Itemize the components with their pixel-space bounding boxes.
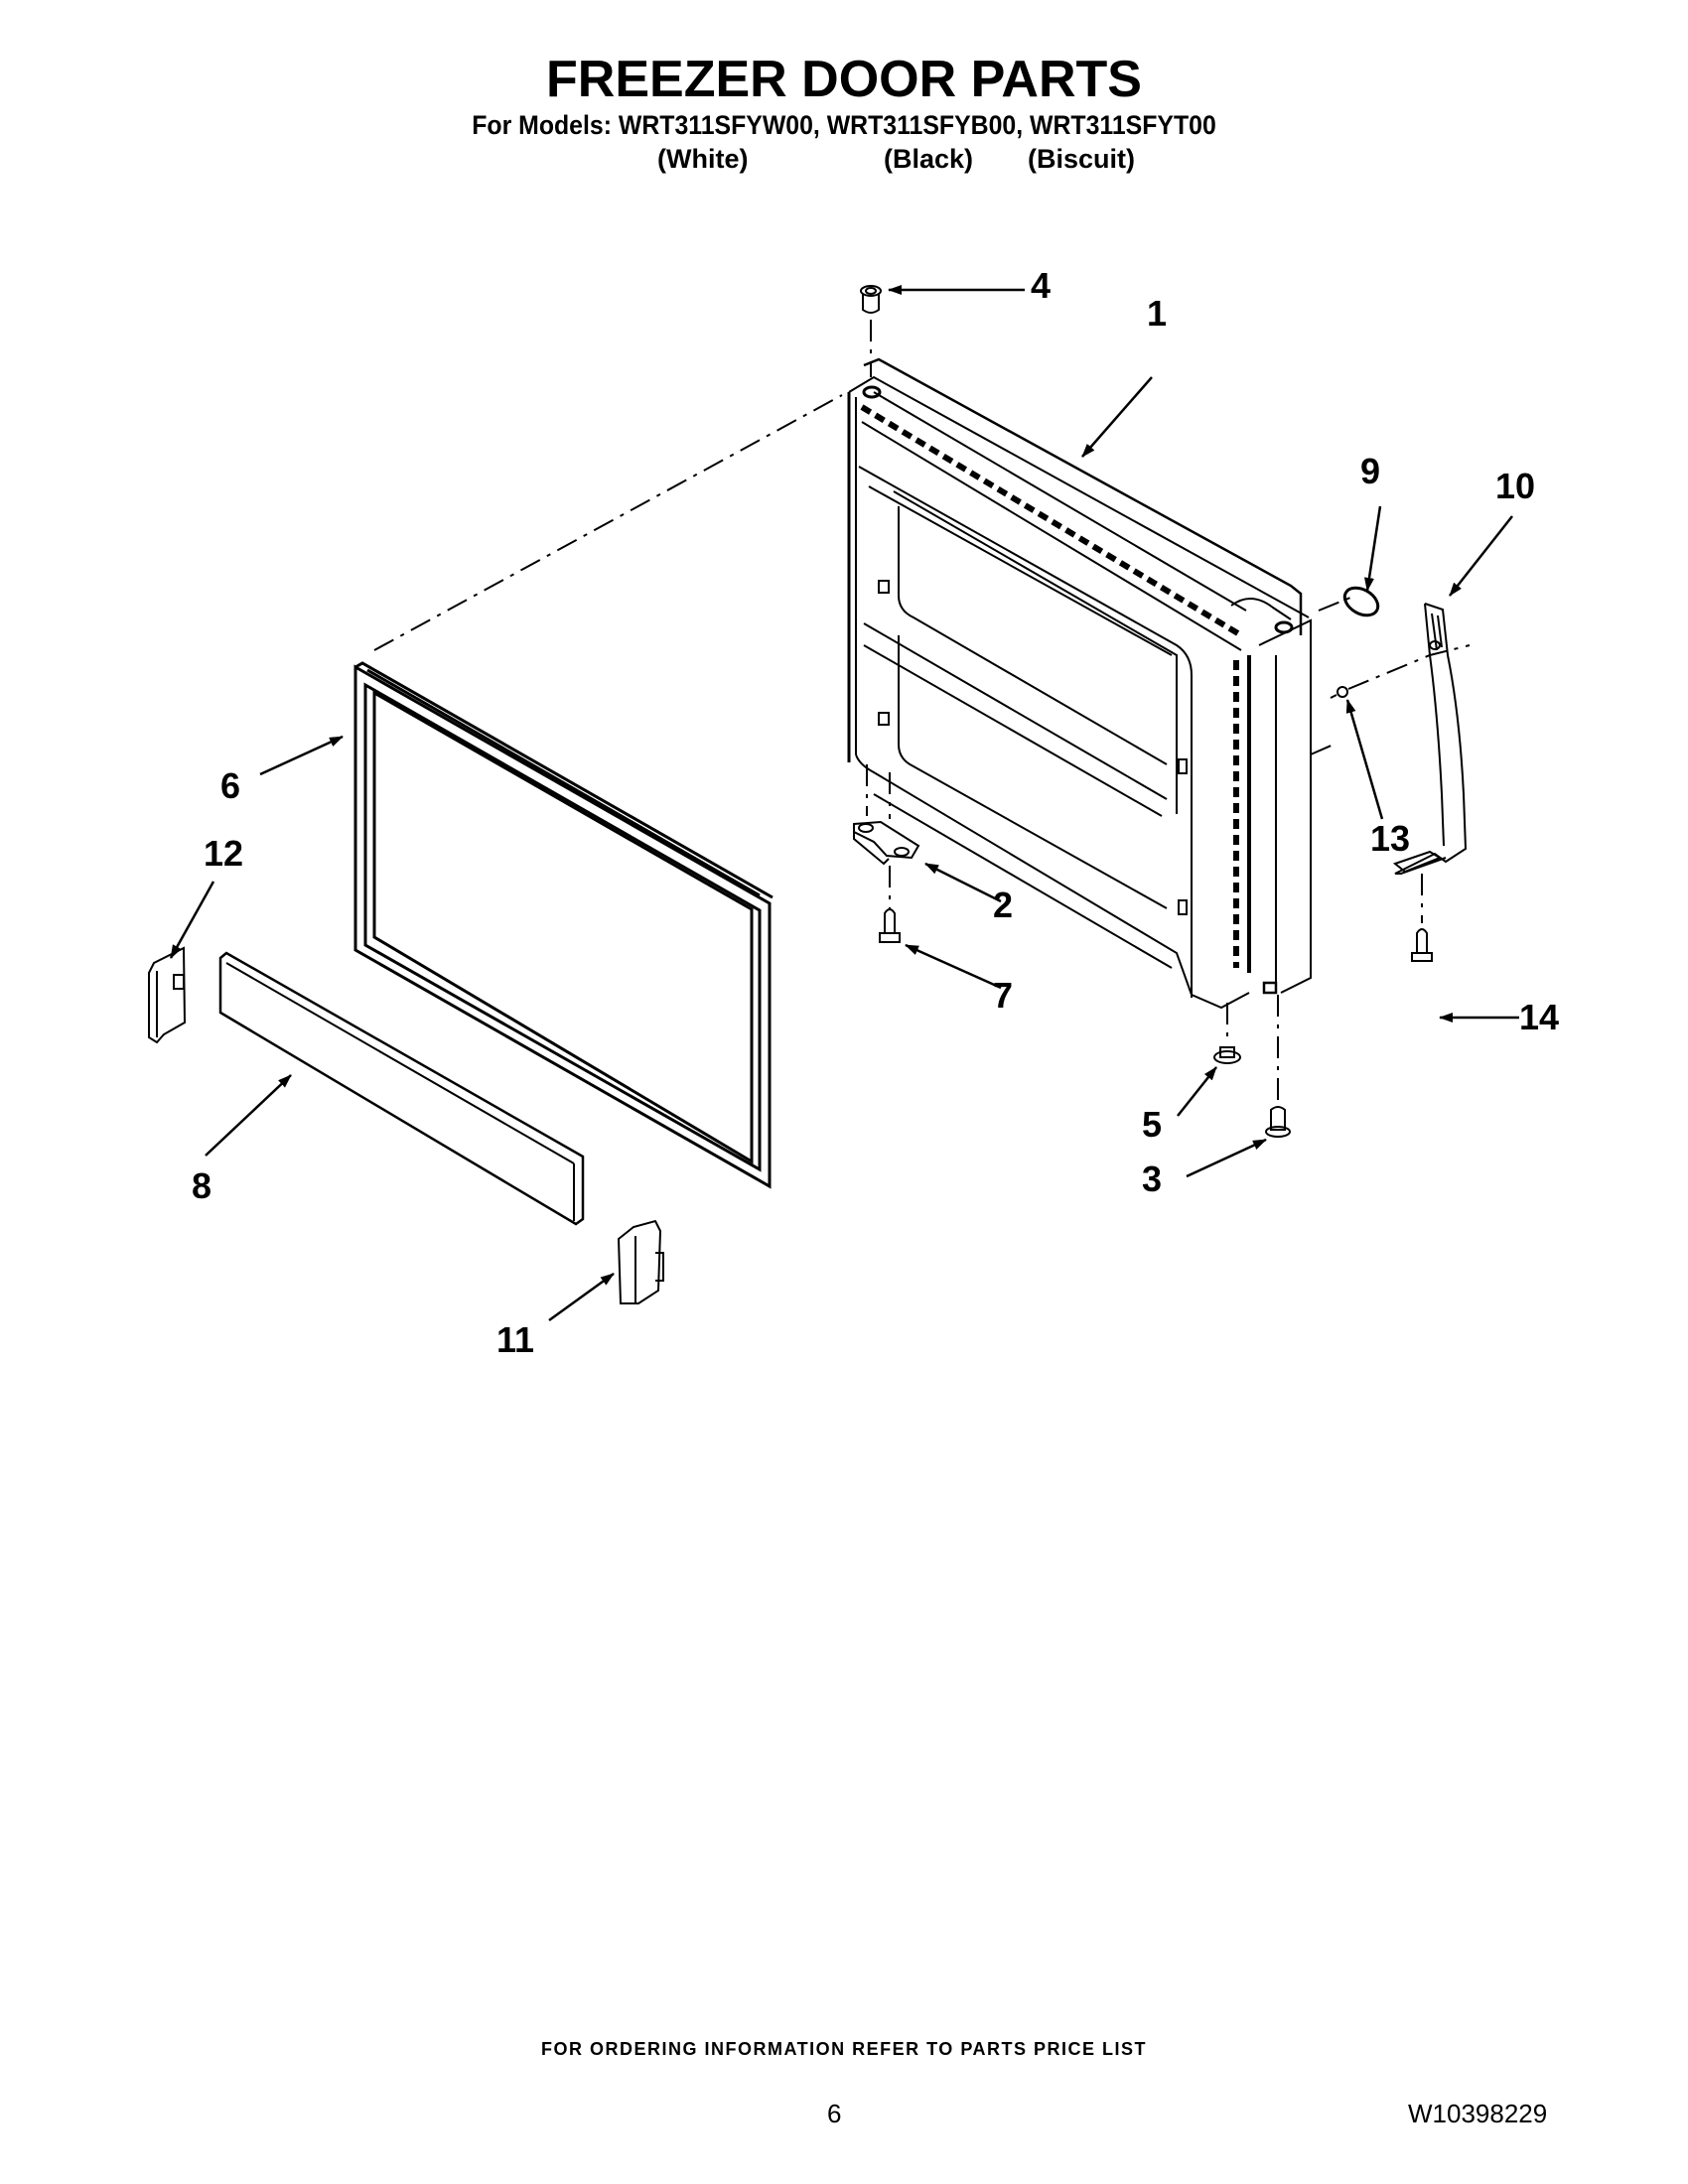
washer-nut-drawing bbox=[1213, 1046, 1241, 1064]
callout-10: 10 bbox=[1495, 466, 1536, 506]
trim-strip-drawing bbox=[218, 951, 585, 1226]
callout-8: 8 bbox=[192, 1165, 212, 1206]
callout-11: 11 bbox=[496, 1319, 535, 1360]
color-white: (White) bbox=[657, 144, 749, 174]
callout-2: 2 bbox=[993, 885, 1014, 925]
color-biscuit: (Biscuit) bbox=[1028, 144, 1135, 174]
bushing-drawing bbox=[1265, 1106, 1291, 1138]
ordering-note: FOR ORDERING INFORMATION REFER TO PARTS … bbox=[540, 2039, 1147, 2059]
top-bushing-drawing bbox=[860, 285, 882, 314]
models-line: For Models: WRT311SFYW00, WRT311SFYB00, … bbox=[472, 110, 1216, 140]
callout-13: 13 bbox=[1370, 818, 1411, 859]
callout-1: 1 bbox=[1147, 293, 1168, 334]
callout-9: 9 bbox=[1360, 451, 1381, 491]
page-number: 6 bbox=[827, 2099, 842, 2128]
left-end-cap-drawing bbox=[148, 946, 187, 1044]
gasket-drawing bbox=[353, 661, 774, 1189]
callout-14: 14 bbox=[1519, 997, 1560, 1037]
hinge-bracket-drawing bbox=[853, 820, 920, 866]
page-title: FREEZER DOOR PARTS bbox=[546, 51, 1142, 108]
freezer-door-drawing bbox=[847, 357, 1312, 1010]
callout-12: 12 bbox=[204, 833, 244, 874]
stud-drawing bbox=[1330, 686, 1348, 699]
callout-5: 5 bbox=[1142, 1104, 1163, 1145]
right-end-cap-drawing bbox=[617, 1219, 664, 1304]
o-ring-drawing bbox=[1342, 586, 1380, 617]
callout-3: 3 bbox=[1142, 1159, 1163, 1199]
document-number: W10398229 bbox=[1408, 2099, 1548, 2128]
hinge-screw-drawing bbox=[879, 908, 901, 943]
color-black: (Black) bbox=[884, 144, 974, 174]
callout-7: 7 bbox=[993, 975, 1014, 1016]
callout-6: 6 bbox=[220, 765, 241, 806]
handle-drawing bbox=[1392, 603, 1468, 875]
callout-4: 4 bbox=[1031, 265, 1052, 306]
handle-screw-drawing bbox=[1411, 928, 1433, 962]
